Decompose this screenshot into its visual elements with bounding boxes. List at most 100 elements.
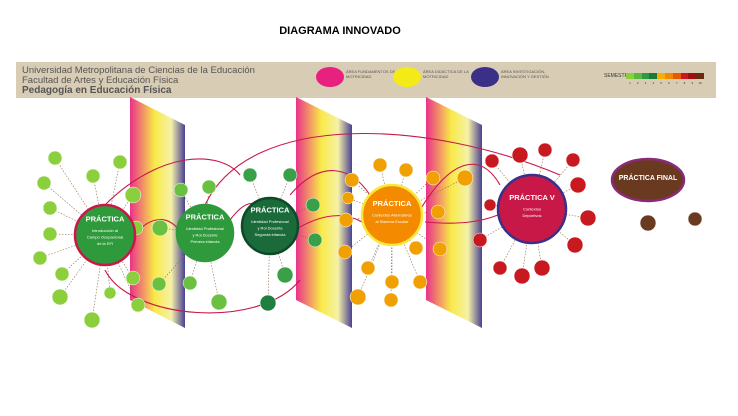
topic-node <box>344 172 360 188</box>
topic-node <box>360 260 376 276</box>
topic-node <box>32 250 48 266</box>
semester-number: 8 <box>683 81 686 85</box>
topic-node <box>398 162 414 178</box>
topic-node <box>492 260 508 276</box>
topic-node <box>112 154 128 170</box>
topic-node <box>201 179 217 195</box>
semester-number: 1 <box>629 81 631 85</box>
topic-node <box>425 170 441 186</box>
semester-swatch <box>688 73 697 79</box>
practica-hub-subtitle: Identidad Profesional <box>186 226 224 231</box>
practica-hub-title: PRÁCTICA <box>373 199 412 208</box>
practica-hub <box>496 173 568 245</box>
practica-hub-subtitle: Segunda infancia <box>255 232 287 237</box>
practica-hub-title: PRÁCTICA V <box>509 193 555 202</box>
topic-node <box>242 167 258 183</box>
topic-node <box>85 168 101 184</box>
topic-node <box>456 169 474 187</box>
topic-node <box>565 152 581 168</box>
semester-number: 4 <box>652 81 655 85</box>
topic-nodes <box>32 142 703 329</box>
legend-swatch-investigacion <box>471 67 499 87</box>
semester-number: 3 <box>644 81 647 85</box>
semester-swatch <box>626 73 634 79</box>
topic-node <box>513 267 531 285</box>
semester-swatch <box>633 73 642 79</box>
legend-swatch-fundamentos <box>316 67 344 87</box>
topic-node <box>130 297 146 313</box>
legend-label-investigacion: ÁREA INVESTIGACIÓN, INNOVACIÓN Y GESTIÓN <box>501 69 549 79</box>
diagram-title: DIAGRAMA INNOVADO <box>279 25 401 37</box>
practica-hub-subtitle: y Rol Docente <box>192 233 218 238</box>
dashed-link <box>344 214 393 253</box>
semester-color-scale <box>626 73 704 79</box>
connection-curve <box>419 163 501 211</box>
topic-node <box>472 232 488 248</box>
topic-node <box>307 232 323 248</box>
connection-curve <box>204 132 561 206</box>
topic-node <box>42 226 58 242</box>
practica-hub-subtitle: Contextos Alternativos <box>372 213 412 218</box>
practica-hub-subtitle: y Rol Docente <box>257 226 283 231</box>
topic-node <box>282 167 298 183</box>
topic-node <box>276 266 294 284</box>
semester-swatch <box>672 73 681 79</box>
topic-node <box>372 157 388 173</box>
dashed-link <box>531 208 543 269</box>
topic-node <box>579 209 597 227</box>
semester-swatch <box>657 73 665 79</box>
topic-node <box>483 198 497 212</box>
topic-node <box>337 244 353 260</box>
dashed-link <box>91 234 106 321</box>
practica-hub <box>73 203 137 267</box>
topic-node <box>537 142 553 158</box>
practica-final-hub <box>610 157 686 203</box>
topic-node <box>182 275 198 291</box>
program-line: Pedagogía en Educación Física <box>22 85 172 96</box>
practica-hub-subtitle: Introducción al <box>92 228 118 233</box>
practica-hub-subtitle: Deportivos <box>522 213 541 218</box>
practica-hub-title: PRÁCTICA FINAL <box>619 173 678 182</box>
practica-hub-title: PRÁCTICA <box>86 215 125 224</box>
dashed-link <box>54 157 106 236</box>
university-line: Universidad Metropolitana de Ciencias de… <box>22 65 255 76</box>
practica-hub-subtitle: Primera infancia <box>191 239 221 244</box>
topic-node <box>687 211 703 227</box>
semester-swatch <box>649 73 658 79</box>
legend-label-didactica: ÁREA DIDÁCTICA DE LA MOTRICIDAD <box>423 69 469 79</box>
semester-number: 6 <box>668 81 670 85</box>
topic-node <box>338 212 354 228</box>
topic-node <box>384 274 400 290</box>
topic-node <box>533 259 551 277</box>
practica-hub-subtitle: de la EFI <box>97 241 113 246</box>
semester-swatch <box>696 73 704 79</box>
semester-swatch <box>664 73 673 79</box>
semester-number: 5 <box>660 81 662 85</box>
semester-number: 2 <box>636 81 639 85</box>
legend-label-fundamentos: ÁREA FUNDAMENTOS DE LA MOTRICIDAD <box>346 69 402 79</box>
practica-hub-title: PRÁCTICA <box>186 213 225 222</box>
legend-swatch-didactica <box>393 67 421 87</box>
topic-node <box>42 200 58 216</box>
topic-node <box>511 146 529 164</box>
practica-hub-subtitle: Identidad Profesional <box>251 219 289 224</box>
connection-curve <box>104 269 301 314</box>
area-plane <box>296 97 352 328</box>
practica-hub-title: PRÁCTICA <box>251 206 290 215</box>
semester-swatch <box>680 73 689 79</box>
semester-number: 7 <box>675 81 678 85</box>
practica-hub-subtitle: al Sistema Escolar <box>375 219 409 224</box>
practica-hub-subtitle: Campo Ocupacional <box>87 235 123 240</box>
connection-curve <box>297 215 363 229</box>
topic-node <box>569 176 587 194</box>
topic-node <box>259 294 277 312</box>
topic-node <box>51 288 69 306</box>
connection-curve <box>104 158 241 206</box>
connection-curve <box>424 214 499 224</box>
topic-node <box>124 186 142 204</box>
topic-node <box>305 197 321 213</box>
practica-hub <box>175 203 235 263</box>
topic-node <box>412 274 428 290</box>
semester-swatch <box>641 73 650 79</box>
